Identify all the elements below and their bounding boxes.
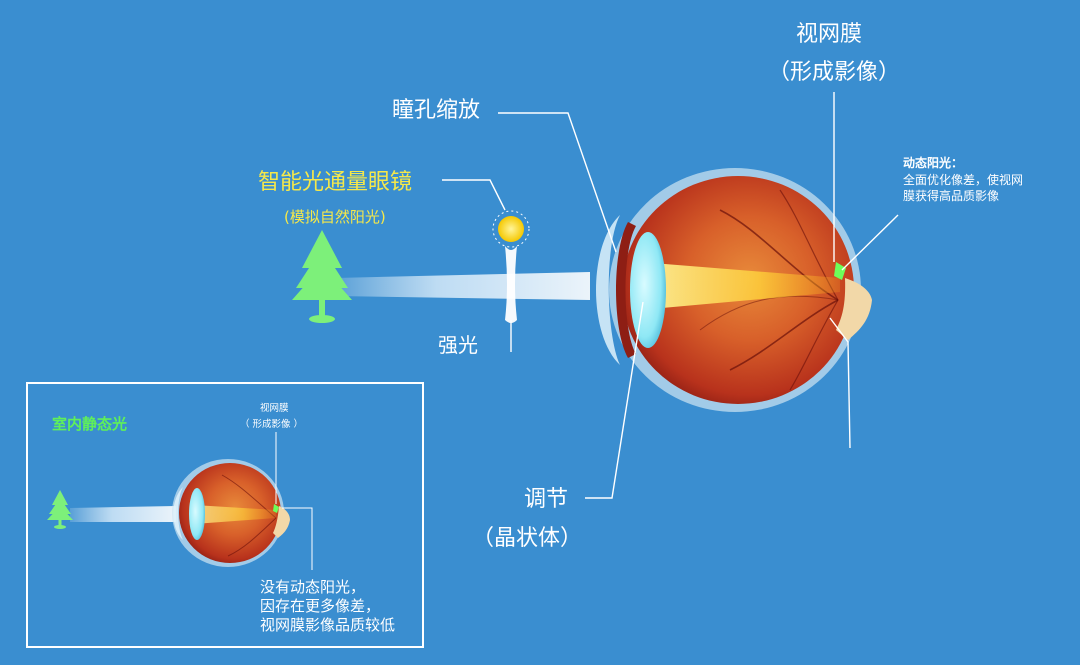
pupil-label: 瞳孔缩放	[392, 98, 481, 123]
light-beam	[335, 272, 590, 300]
dynamic-light-line2: 膜获得高品质影像	[903, 189, 1000, 203]
inset-leader-lines	[275, 432, 313, 570]
leader-lines	[442, 92, 899, 499]
inset-note-line3: 视网膜影像品质较低	[260, 616, 396, 634]
inset-note-line1: 没有动态阳光，	[260, 578, 366, 596]
dynamic-light-line1: 全面优化像差，使视网	[903, 173, 1024, 187]
dynamic-light-title: 动态阳光：	[903, 156, 964, 170]
inset-tree-icon	[47, 490, 73, 529]
sun-icon	[492, 210, 530, 248]
eye-illustration	[596, 168, 872, 412]
glasses-label: 智能光通量眼镜	[258, 170, 413, 195]
inset-eye-illustration	[172, 459, 290, 567]
glasses-sub-label: (模拟自然阳光)	[284, 208, 386, 226]
adjust-label: 调节	[524, 487, 569, 512]
lens-sub-label: （晶状体）	[472, 526, 583, 551]
inset-retina-sub-label: （ 形成影像 ）	[240, 419, 304, 430]
strong-light-label: 强光	[438, 333, 478, 357]
tree-icon	[292, 230, 352, 323]
inset-light-beam	[70, 506, 176, 522]
inset-title: 室内静态光	[52, 415, 128, 433]
retina-label: 视网膜	[796, 22, 863, 47]
retina-sub-label: （形成影像）	[768, 60, 901, 85]
inset-note-line2: 因存在更多像差，	[260, 597, 381, 615]
inset-frame	[26, 382, 424, 648]
inset-retina-label: 视网膜	[260, 403, 289, 414]
glasses-lens-icon	[505, 246, 517, 323]
